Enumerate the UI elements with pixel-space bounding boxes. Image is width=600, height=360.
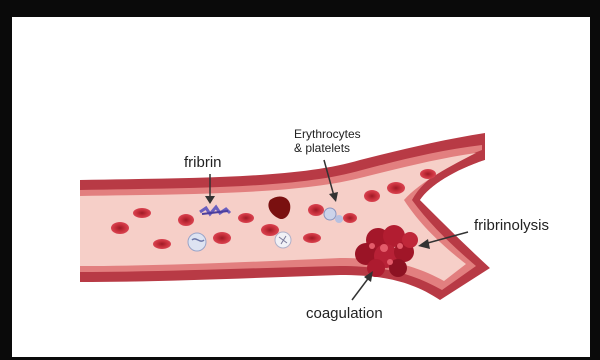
label-erythrocytes-line2: & platelets (294, 141, 350, 155)
label-fibrin: fribrin (184, 154, 222, 171)
red-blood-cell (387, 182, 405, 194)
red-blood-cell (343, 213, 357, 223)
label-fibrinolysis: fribrinolysis (474, 217, 549, 234)
red-blood-cell (261, 224, 279, 236)
label-coagulation: coagulation (306, 305, 383, 322)
red-blood-cell (213, 232, 231, 244)
red-blood-cell (133, 208, 151, 218)
leukocyte (188, 233, 206, 251)
red-blood-cell (111, 222, 129, 234)
red-blood-cell (238, 213, 254, 223)
red-blood-cell (178, 214, 194, 226)
red-blood-cell (420, 169, 436, 179)
red-blood-cell (153, 239, 171, 249)
red-blood-cell (308, 204, 324, 216)
label-erythrocytes-line1: Erythrocytes (294, 127, 361, 141)
red-blood-cell (364, 190, 380, 202)
platelet-cluster (275, 232, 291, 248)
red-blood-cell (303, 233, 321, 243)
